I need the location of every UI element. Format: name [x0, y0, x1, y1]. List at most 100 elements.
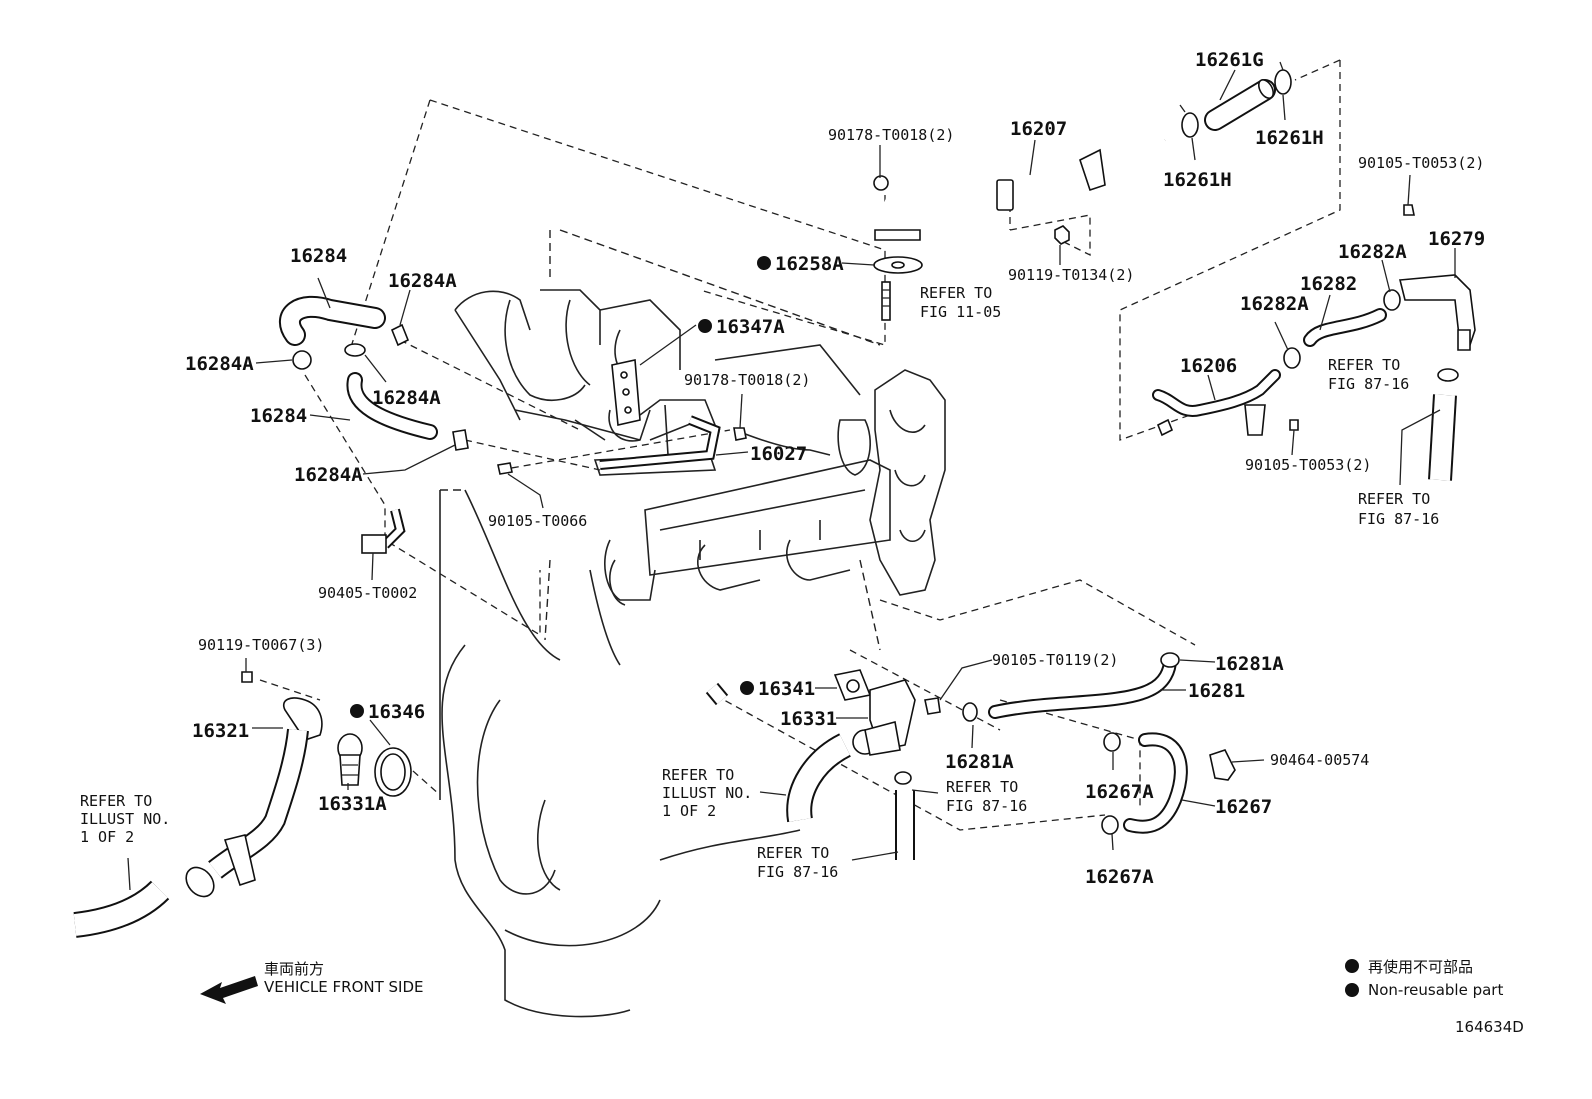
label-16281: 16281 [1188, 680, 1245, 702]
label-16206: 16206 [1180, 355, 1237, 377]
label-90105-T0066: 90105-T0066 [488, 512, 587, 530]
part-16207-pipe[interactable] [873, 137, 1166, 241]
part-16282-hose[interactable] [1283, 289, 1401, 369]
label-90405-T0002: 90405-T0002 [318, 584, 417, 602]
label-90178-T0018-mid: 90178-T0018(2) [684, 371, 810, 389]
ref-illust-a-line3: 1 OF 2 [80, 828, 134, 846]
dot-16341 [740, 681, 754, 695]
label-90119-T0134: 90119-T0134(2) [1008, 266, 1134, 284]
part-16279-bracket[interactable] [1398, 274, 1476, 351]
label-16284A-d: 16284A [294, 464, 363, 486]
ref-illust-b-line2: ILLUST NO. [662, 784, 752, 802]
hose-center-illust [705, 682, 852, 823]
reference-notes: REFER TO FIG 11-05 REFER TO FIG 87-16 RE… [80, 284, 1439, 881]
label-16284A-b: 16284A [185, 353, 254, 375]
label-16321: 16321 [192, 720, 249, 742]
part-90464-00574-clip[interactable] [1209, 749, 1236, 781]
dot-16258A [757, 256, 771, 270]
part-labels: 16261G 16261H 16261H 16207 90178-T0018(2… [185, 49, 1485, 888]
part-16331-water-inlet-housing[interactable] [852, 679, 916, 756]
label-16284-a: 16284 [290, 245, 347, 267]
label-16284A-c: 16284A [372, 387, 441, 409]
label-16027: 16027 [750, 443, 807, 465]
label-16331A: 16331A [318, 793, 387, 815]
arrow-left-icon [200, 976, 258, 1004]
stud-bolt [881, 281, 891, 321]
label-16284A-a: 16284A [388, 270, 457, 292]
label-16284-b: 16284 [250, 405, 307, 427]
vehicle-front-indicator: 車両前方 VEHICLE FRONT SIDE [200, 960, 424, 1004]
ref-illust-b-line1: REFER TO [662, 766, 734, 784]
ref-fig-87-16-a-line2: FIG 87-16 [1328, 375, 1409, 393]
legend-dot-1 [1345, 959, 1359, 973]
leader-lines [127, 69, 1456, 891]
part-16281-hose[interactable] [988, 653, 1177, 719]
part-16261H-clamp[interactable] [1179, 61, 1292, 138]
label-90119-T0067: 90119-T0067(3) [198, 636, 324, 654]
label-16261H-a: 16261H [1255, 127, 1324, 149]
ref-fig-11-05-line1: REFER TO [920, 284, 992, 302]
label-16207: 16207 [1010, 118, 1067, 140]
legend-jp: 再使用不可部品 [1368, 958, 1473, 976]
vehicle-front-en: VEHICLE FRONT SIDE [264, 978, 424, 996]
ref-fig-87-16-a-line1: REFER TO [1328, 356, 1400, 374]
legend: 再使用不可部品 Non-reusable part [1345, 958, 1503, 999]
part-16284A-clamps[interactable] [292, 323, 469, 451]
label-16282: 16282 [1300, 273, 1357, 295]
label-90105-T0053-top: 90105-T0053(2) [1358, 154, 1484, 172]
label-16261H-b: 16261H [1163, 169, 1232, 191]
part-16267A-clamps[interactable] [1101, 732, 1121, 835]
dot-16347A [698, 319, 712, 333]
legend-dot-2 [1345, 983, 1359, 997]
label-16267: 16267 [1215, 796, 1272, 818]
hose-left-illust [73, 880, 170, 938]
dot-16346 [350, 704, 364, 718]
part-90405-T0002-fitting[interactable] [361, 508, 406, 554]
ref-fig-11-05-line2: FIG 11-05 [920, 303, 1001, 321]
figure-id: 164634D [1455, 1018, 1524, 1036]
part-16331A-thermostat[interactable] [337, 733, 363, 786]
ref-illust-a-line2: ILLUST NO. [80, 810, 170, 828]
part-16341-gasket[interactable] [833, 669, 872, 701]
hose-to-fig-87-16-right [1428, 368, 1459, 481]
part-16027-pipe[interactable] [599, 415, 721, 470]
label-16282A-a: 16282A [1338, 241, 1407, 263]
ref-fig-87-16-c-line2: FIG 87-16 [946, 797, 1027, 815]
vehicle-front-jp: 車両前方 [264, 960, 324, 978]
label-16267A-a: 16267A [1085, 781, 1154, 803]
label-90105-T0053-bot: 90105-T0053(2) [1245, 456, 1371, 474]
label-16258A: 16258A [775, 253, 844, 275]
ref-fig-87-16-b-line1: REFER TO [1358, 490, 1430, 508]
ref-illust-a-line1: REFER TO [80, 792, 152, 810]
label-16282A-b: 16282A [1240, 293, 1309, 315]
part-16321-water-outlet[interactable] [181, 697, 323, 902]
label-16346: 16346 [368, 701, 425, 723]
part-16281A-clamps[interactable] [962, 652, 1180, 722]
legend-en: Non-reusable part [1368, 981, 1503, 999]
label-90105-T0119: 90105-T0119(2) [992, 651, 1118, 669]
label-16267A-b: 16267A [1085, 866, 1154, 888]
ref-illust-b-line3: 1 OF 2 [662, 802, 716, 820]
ref-fig-87-16-b-line2: FIG 87-16 [1358, 510, 1439, 528]
label-16347A: 16347A [716, 316, 785, 338]
label-16341: 16341 [758, 678, 815, 700]
label-16279: 16279 [1428, 228, 1485, 250]
hose-to-fig-87-16-center [894, 771, 915, 860]
part-16258A-gasket[interactable] [873, 256, 923, 274]
bolt-90105-T0119 [924, 697, 941, 715]
label-16281A-a: 16281A [1215, 653, 1284, 675]
ref-fig-87-16-d-line1: REFER TO [757, 844, 829, 862]
bolt-icons [241, 204, 1415, 683]
label-16331: 16331 [780, 708, 837, 730]
part-16261G-hose[interactable] [1204, 77, 1276, 131]
part-16267-hose[interactable] [1123, 732, 1188, 834]
ref-fig-87-16-c-line1: REFER TO [946, 778, 1018, 796]
part-16284-hose-lower[interactable] [346, 372, 438, 440]
part-16346-gasket[interactable] [374, 747, 412, 797]
part-16206-pipe[interactable] [1152, 369, 1281, 437]
part-16284-hose-upper[interactable] [279, 295, 386, 346]
label-90178-T0018-top: 90178-T0018(2) [828, 126, 954, 144]
non-reusable-markers [350, 256, 771, 718]
part-16347A-gasket[interactable] [611, 359, 641, 426]
